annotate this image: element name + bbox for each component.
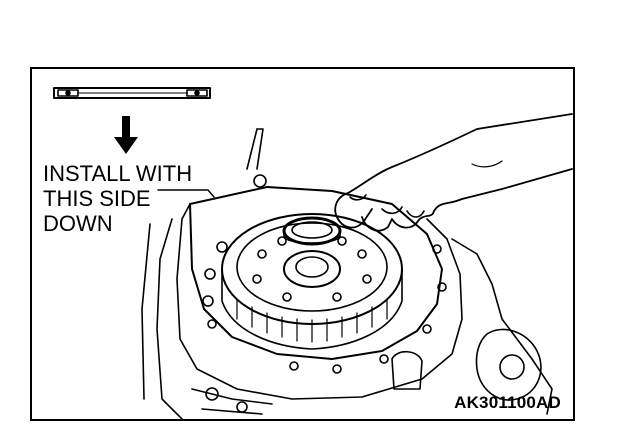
seal-side-view <box>53 87 211 99</box>
down-arrow-icon <box>114 116 138 154</box>
transaxle-case <box>141 128 553 419</box>
transaxle-illustration <box>53 87 573 419</box>
hand <box>334 113 573 232</box>
instruction-line-2: THIS SIDE <box>43 186 151 211</box>
figure-code: AK301100AD <box>454 393 561 412</box>
seal-ring <box>282 216 342 246</box>
clutch-drum <box>221 213 403 350</box>
instruction-line-1: INSTALL WITH <box>43 161 193 186</box>
figure-frame: INSTALL WITH THIS SIDE DOWN AK301100AD <box>30 67 575 421</box>
instruction-line-3: DOWN <box>43 211 113 236</box>
